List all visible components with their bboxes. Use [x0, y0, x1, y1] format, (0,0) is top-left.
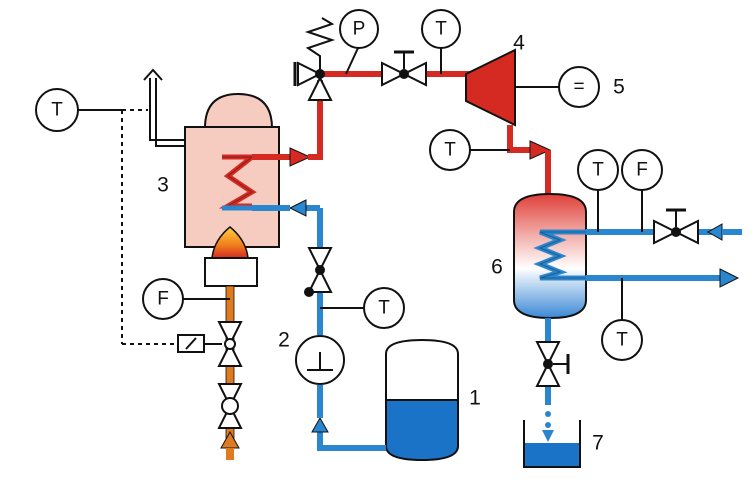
- gauge-label: T: [435, 19, 447, 40]
- exhaust-pipe: [143, 68, 185, 147]
- label-turbine: 4: [513, 32, 525, 55]
- drain-valve[interactable]: [535, 341, 570, 387]
- safety-valve-icon[interactable]: [293, 17, 336, 101]
- cooling-flow-gauge: F: [621, 149, 663, 191]
- gauge-label: T: [592, 160, 604, 181]
- gauge-label: =: [573, 77, 584, 98]
- condensate-vessel: [523, 420, 581, 468]
- fuel-flow-arrow-icon: [220, 430, 240, 449]
- gauge-label: F: [636, 160, 648, 181]
- heating-coil-icon: [533, 229, 600, 281]
- exhaust-arrow-icon: [143, 68, 163, 81]
- turbine-exhaust-temperature-gauge: T: [429, 129, 471, 171]
- boiler-dome: [203, 92, 274, 129]
- gauge-label: T: [444, 140, 456, 161]
- steam-stop-valve[interactable]: [381, 50, 427, 87]
- label-boiler: 3: [157, 174, 169, 197]
- feed-temperature-gauge: T: [363, 287, 405, 329]
- generator: =: [558, 66, 600, 108]
- condenser: [513, 192, 600, 320]
- feed-water-line: [222, 199, 386, 451]
- fuel-control-valve[interactable]: [217, 321, 243, 367]
- gauge-label: T: [616, 330, 628, 351]
- burner-box: [204, 257, 258, 287]
- label-generator: 5: [613, 76, 625, 99]
- label-feed-tank: 1: [469, 387, 481, 410]
- cooling-temperature-gauge: T: [577, 149, 619, 191]
- gauge-label: P: [353, 19, 366, 40]
- feed-water-valve[interactable]: [304, 247, 333, 297]
- steam-pressure-gauge: P: [339, 9, 379, 49]
- gauge-label: T: [378, 298, 390, 319]
- label-pump: 2: [278, 329, 290, 352]
- exhaust-temperature-gauge: T: [35, 88, 79, 132]
- fuel-check-valve[interactable]: [217, 383, 243, 429]
- boiler-body: [184, 126, 280, 248]
- turbine-exhaust-line: [507, 125, 552, 196]
- burner-flame-icon: [211, 226, 249, 259]
- boiler: [184, 92, 280, 287]
- turbine: [465, 48, 516, 127]
- pump-icon[interactable]: [295, 335, 345, 385]
- fuel-flow-gauge: F: [142, 278, 184, 320]
- fuel-line: [220, 285, 240, 460]
- label-condenser: 6: [491, 256, 503, 279]
- feed-tank: [385, 338, 459, 462]
- cooling-outlet-temperature-gauge: T: [601, 319, 643, 361]
- gauge-label: F: [157, 289, 169, 310]
- cooling-water-valve[interactable]: [653, 208, 699, 245]
- label-condensate-vessel: 7: [592, 432, 604, 455]
- gauge-label: T: [51, 100, 63, 121]
- steam-temperature-gauge: T: [421, 9, 461, 49]
- cooling-water-outlet: [586, 268, 740, 288]
- condensate-drain: [542, 318, 554, 442]
